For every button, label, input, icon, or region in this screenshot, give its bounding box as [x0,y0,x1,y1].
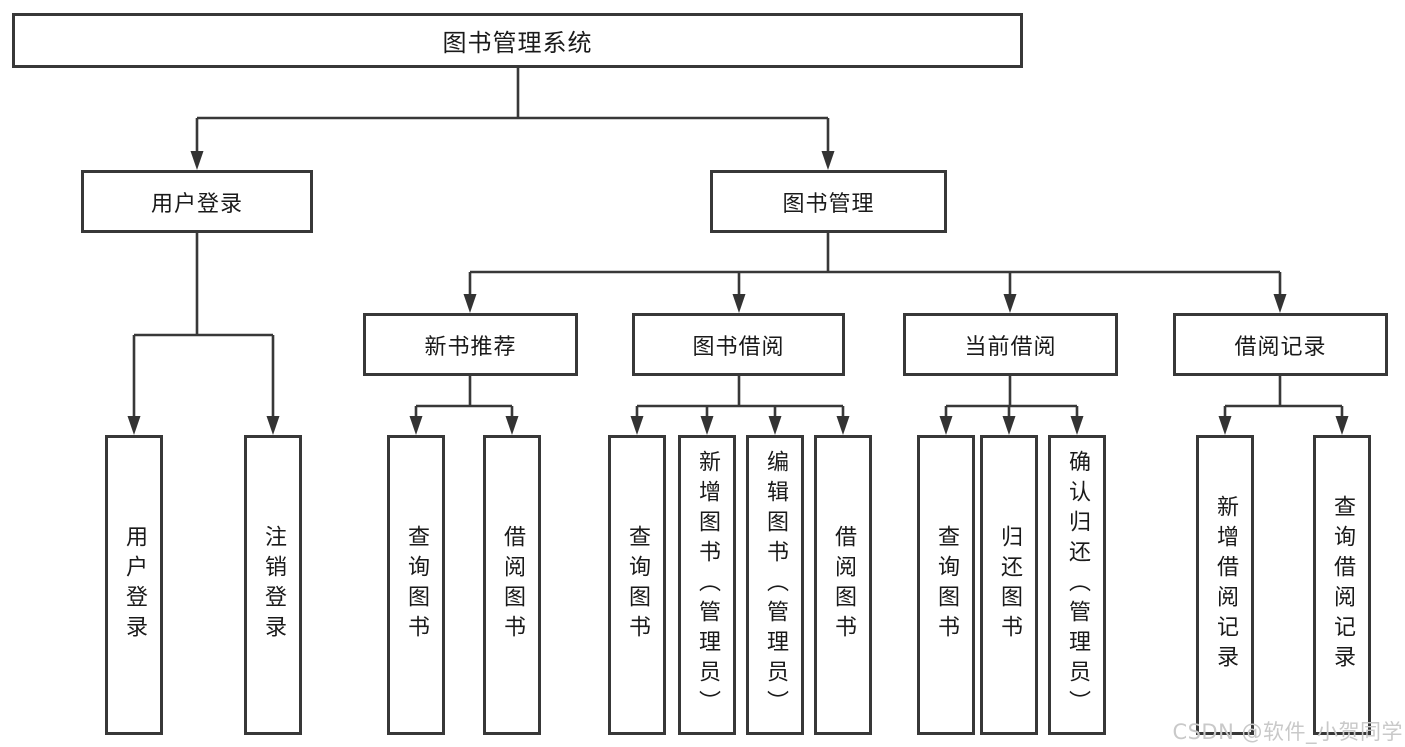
node-label: 图书管理系统 [442,29,593,57]
leaf-query-books-borrow: 查询图书 [608,435,666,735]
leaf-add-books-admin: 新增图书（管理员） [678,435,736,735]
node-user-login: 用户登录 [81,170,313,233]
node-book-management: 图书管理 [710,170,947,233]
leaf-borrow-books: 借阅图书 [814,435,872,735]
node-label: 用户登录 [150,191,243,217]
leaf-user-login: 用户登录 [105,435,163,735]
node-label: 图书管理 [782,191,875,217]
node-label: 新增借阅记录 [1213,495,1238,675]
node-label: 用户登录 [122,525,147,645]
node-label: 编辑图书（管理员） [763,450,788,720]
node-library-system: 图书管理系统 [12,13,1023,68]
node-label: 图书借阅 [692,334,785,360]
node-label: 查询借阅记录 [1330,495,1355,675]
node-label: 查询图书 [934,525,959,645]
leaf-add-borrow-record: 新增借阅记录 [1196,435,1254,735]
node-new-book-recommend: 新书推荐 [363,313,578,376]
leaf-query-books-current: 查询图书 [917,435,975,735]
node-label: 查询图书 [625,525,650,645]
leaf-edit-books-admin: 编辑图书（管理员） [746,435,804,735]
node-label: 新书推荐 [424,334,517,360]
node-label: 借阅记录 [1234,334,1327,360]
node-label: 借阅图书 [831,525,856,645]
node-label: 新增图书（管理员） [695,450,720,720]
node-label: 确认归还（管理员） [1065,450,1090,720]
node-label: 借阅图书 [500,525,525,645]
node-label: 注销登录 [261,525,286,645]
node-label: 归还图书 [997,525,1022,645]
arrowheads [127,151,1349,435]
csdn-watermark: CSDN @软件_小贺同学 [1172,720,1403,744]
leaf-query-books-recommend: 查询图书 [387,435,445,735]
node-book-borrow: 图书借阅 [632,313,845,376]
node-borrow-records: 借阅记录 [1173,313,1388,376]
leaf-logout: 注销登录 [244,435,302,735]
leaf-borrow-books-recommend: 借阅图书 [483,435,541,735]
node-label: 当前借阅 [964,334,1057,360]
leaf-return-books: 归还图书 [980,435,1038,735]
leaf-query-borrow-record: 查询借阅记录 [1313,435,1371,735]
leaf-confirm-return-admin: 确认归还（管理员） [1048,435,1106,735]
node-current-borrow: 当前借阅 [903,313,1118,376]
node-label: 查询图书 [404,525,429,645]
